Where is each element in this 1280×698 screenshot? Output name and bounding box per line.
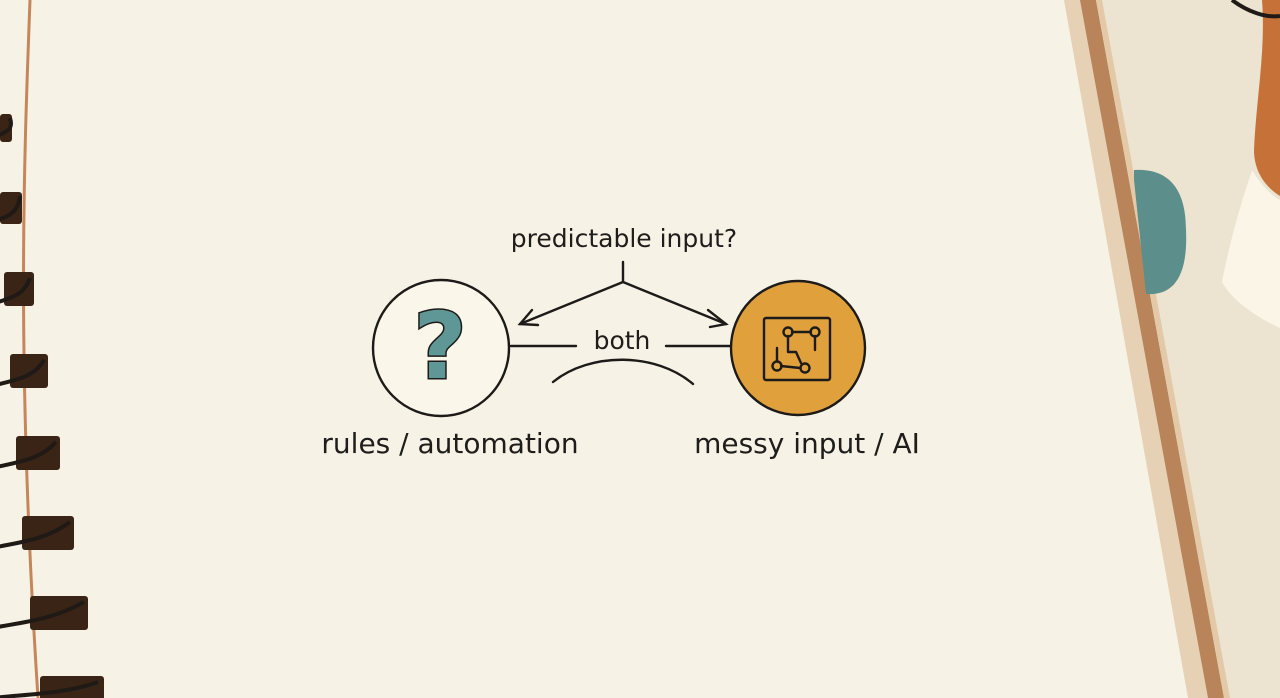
question-mark-glyph: ? xyxy=(412,292,468,402)
spiral-ring xyxy=(0,436,60,470)
spine-line xyxy=(22,0,40,698)
cover-cord xyxy=(1230,0,1280,19)
arrowhead-right xyxy=(706,308,729,329)
rules-node-circle xyxy=(371,278,511,418)
arrowhead-left xyxy=(517,308,540,327)
spiral-ring xyxy=(0,192,22,224)
bookmark-tab xyxy=(1134,169,1187,295)
ai-node-circle xyxy=(729,279,867,417)
question-label: predictable input? xyxy=(510,224,738,253)
messy-input-ai-label: messy input / AI xyxy=(694,427,920,460)
connectors xyxy=(509,260,734,386)
rules-automation-label: rules / automation xyxy=(321,427,579,460)
spiral-ring xyxy=(0,272,34,306)
circuit-board-icon xyxy=(762,316,832,382)
spiral-ring xyxy=(0,114,13,142)
overlap-arc xyxy=(551,358,695,386)
page-edge-shadow xyxy=(1064,0,1208,698)
spiral-binding xyxy=(0,0,104,698)
both-label: both xyxy=(593,326,651,355)
cover-edge-light xyxy=(1096,0,1230,698)
spiral-ring xyxy=(0,354,48,388)
cover-accent xyxy=(1254,0,1280,196)
spiral-ring xyxy=(0,596,88,630)
spiral-ring xyxy=(0,676,104,698)
cover-edge-dark xyxy=(1080,0,1224,698)
spiral-ring xyxy=(0,516,74,550)
arrow-left xyxy=(518,280,625,326)
ai-node xyxy=(729,279,867,417)
cover-label-card xyxy=(1222,170,1280,328)
arrow-right xyxy=(621,280,728,326)
notebook-cover-edge xyxy=(1064,0,1280,698)
